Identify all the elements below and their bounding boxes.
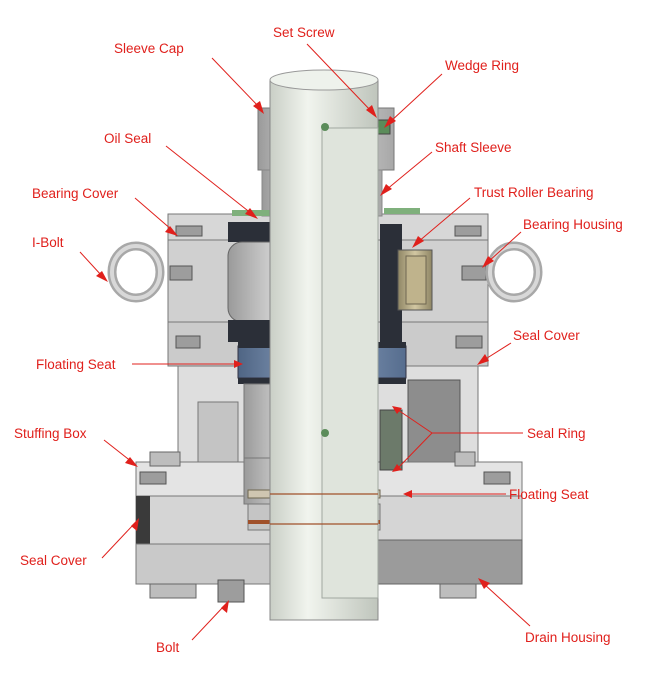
label-stuffing-box: Stuffing Box (14, 426, 87, 441)
shaft-sleeve (321, 127, 379, 599)
label-shaft-sleeve: Shaft Sleeve (435, 140, 512, 155)
housing-bolts (139, 225, 511, 485)
label-floating-seat-left: Floating Seat (36, 357, 116, 372)
bottom-bolt (217, 579, 245, 603)
callouts: Sleeve Cap Set Screw Wedge Ring Oil Seal… (14, 25, 623, 655)
label-bearing-cover: Bearing Cover (32, 186, 119, 201)
seal-ring (379, 409, 403, 471)
label-oil-seal: Oil Seal (104, 131, 151, 146)
label-wedge-ring: Wedge Ring (445, 58, 519, 73)
label-bolt: Bolt (156, 640, 180, 655)
label-bearing-housing: Bearing Housing (523, 217, 623, 232)
eye-bolt-left (107, 241, 165, 303)
label-i-bolt: I-Bolt (32, 235, 64, 250)
label-seal-ring: Seal Ring (527, 426, 586, 441)
eye-bolt-right (485, 241, 543, 303)
label-trust-roller-bearing: Trust Roller Bearing (474, 185, 594, 200)
label-seal-cover-left: Seal Cover (20, 553, 87, 568)
trust-roller-bearing (397, 249, 433, 311)
label-drain-housing: Drain Housing (525, 630, 611, 645)
label-floating-seat-right: Floating Seat (509, 487, 589, 502)
label-set-screw: Set Screw (273, 25, 335, 40)
label-seal-cover-right: Seal Cover (513, 328, 580, 343)
label-sleeve-cap: Sleeve Cap (114, 41, 184, 56)
